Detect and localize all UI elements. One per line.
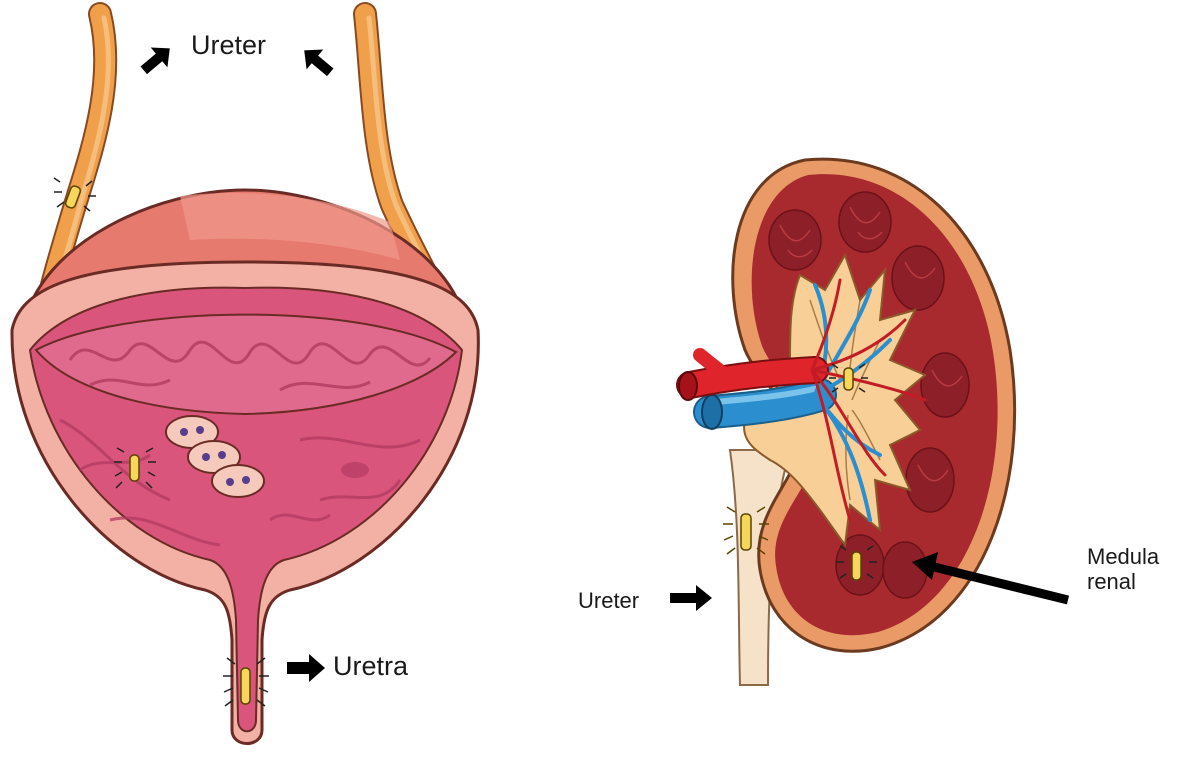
urethra-arrow <box>287 654 325 682</box>
ureter-arrow-left <box>135 38 178 80</box>
kidney-ureter-arrow <box>670 585 712 611</box>
bladder-ureter-label: Ureter <box>191 30 266 61</box>
ureter-arrow-right <box>296 40 339 82</box>
bladder-diagram <box>12 14 478 744</box>
medulla-label: Medula renal <box>1087 544 1159 595</box>
kidney-ureter-label: Ureter <box>578 588 639 613</box>
medulla-label-line1: Medula <box>1087 544 1159 569</box>
urethra-label: Uretra <box>333 651 408 682</box>
medulla-label-line2: renal <box>1087 569 1159 594</box>
kidney-diagram <box>670 159 1068 685</box>
